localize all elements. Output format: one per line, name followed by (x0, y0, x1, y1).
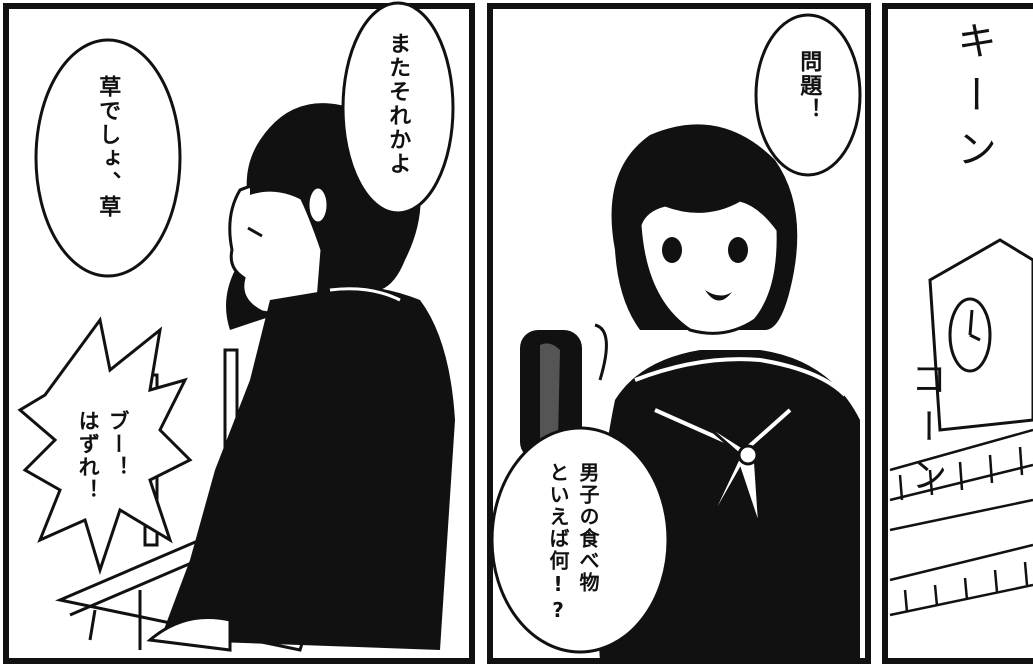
panel-right (882, 3, 1033, 664)
speech-bubble-top (754, 13, 862, 177)
sfx-kiin-text: キーン (950, 20, 996, 182)
speech-bubble-middle (34, 38, 182, 278)
sfx-koon-text: コーン (905, 360, 947, 504)
shout-line-1: ブー！ (106, 410, 131, 479)
quiz-speech-text: 男子の食べ物 といえば何!? (530, 462, 620, 642)
panel-left (3, 1, 475, 664)
panel-middle (487, 3, 871, 664)
school-bag-drawing (520, 323, 608, 460)
girl-tease-text: 草でしょ、草 (95, 75, 121, 219)
quiz-line-2: といえば何!? (546, 462, 570, 624)
boy-figure (146, 103, 455, 652)
girl-figure (597, 124, 860, 661)
school-building-drawing (889, 428, 1033, 617)
speech-bubble-bottom (490, 426, 670, 654)
shout-bubble (17, 316, 193, 575)
wall-clock-drawing (928, 238, 1033, 432)
quiz-line-1: 男子の食べ物 (576, 462, 600, 594)
speech-bubble-top (341, 1, 455, 215)
shout-line-2: はずれ！ (76, 410, 101, 502)
boy-speech-text: またそれかよ (385, 32, 411, 176)
shout-text: ブー！ はずれ！ (70, 410, 140, 520)
question-speech-text: 問題！ (796, 50, 822, 122)
